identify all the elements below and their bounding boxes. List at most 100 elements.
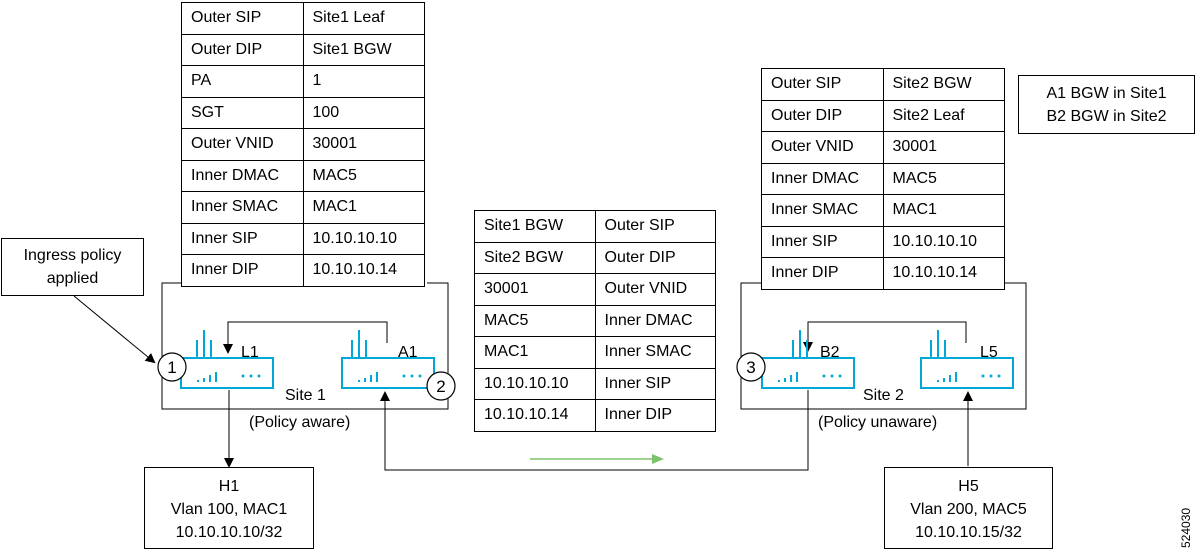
host-h1-box: H1 Vlan 100, MAC1 10.10.10.10/32	[144, 467, 314, 549]
site2-mode-label: (Policy unaware)	[818, 414, 938, 431]
header-cell-right: Inner DMAC	[594, 304, 716, 337]
switch-b2-label: B2	[820, 344, 840, 361]
callout-line-1: Ingress policy	[23, 247, 122, 264]
site2-boundary	[740, 282, 1027, 410]
step-2-label: 2	[436, 377, 445, 396]
header-cell-right: 30001	[882, 131, 1005, 164]
figure-id: 524030	[1179, 507, 1193, 548]
host-h5-detail: Vlan 200, MAC5	[910, 501, 1027, 518]
header-cell-right: 1	[302, 65, 425, 98]
header-cell-left: SGT	[181, 96, 304, 129]
header-cell-left: 30001	[474, 273, 596, 306]
header-cell-right: Outer DIP	[594, 241, 716, 274]
header-cell-right: 10.10.10.10	[302, 222, 425, 255]
site1-mode-label: (Policy aware)	[249, 414, 351, 431]
ingress-policy-callout: Ingress policy applied	[1, 238, 144, 296]
header-cell-left: 10.10.10.14	[474, 399, 596, 432]
host-h1-name: H1	[218, 478, 240, 495]
step-2-marker: 2	[426, 371, 456, 401]
step-1-marker: 1	[157, 352, 187, 382]
header-cell-right: MAC1	[882, 194, 1005, 227]
header-cell-left: Inner DMAC	[181, 159, 304, 192]
header-cell-left: Outer SIP	[761, 68, 884, 101]
header-cell-left: Site2 BGW	[474, 241, 596, 274]
header-cell-left: MAC1	[474, 336, 596, 369]
header-cell-left: Inner SMAC	[761, 194, 884, 227]
header-cell-left: 10.10.10.10	[474, 367, 596, 400]
header-cell-left: Inner SMAC	[181, 191, 304, 224]
header-cell-right: 10.10.10.14	[302, 254, 425, 287]
site1-label: Site 1	[285, 387, 326, 404]
header-cell-left: MAC5	[474, 304, 596, 337]
step-3-marker: 3	[736, 352, 766, 382]
header-cell-right: Outer SIP	[594, 210, 716, 243]
switch-l5-icon	[920, 330, 1014, 389]
header-cell-right: Inner DIP	[594, 399, 716, 432]
header-cell-left: Inner DMAC	[761, 162, 884, 195]
header-cell-left: Inner SIP	[181, 222, 304, 255]
header-cell-right: Inner SIP	[594, 367, 716, 400]
a1-to-l1-path	[223, 321, 388, 354]
header-cell-right: 30001	[302, 128, 425, 161]
header-cell-left: PA	[181, 65, 304, 98]
legend-line-1: A1 BGW in Site1	[1046, 85, 1167, 102]
header-cell-left: Outer VNID	[761, 131, 884, 164]
header-cell-left: Inner SIP	[761, 225, 884, 258]
callout-line-2: applied	[46, 270, 99, 287]
header-cell-right: 10.10.10.10	[882, 225, 1005, 258]
host-h1-ip: 10.10.10.10/32	[175, 524, 283, 541]
header-cell-right: MAC1	[302, 191, 425, 224]
header-cell-left: Outer DIP	[181, 33, 304, 66]
step-3-label: 3	[746, 358, 755, 377]
b2-to-a1-link	[380, 390, 809, 471]
header-cell-right: Site2 Leaf	[882, 99, 1005, 132]
header-cell-right: Site2 BGW	[882, 68, 1005, 101]
switch-a1-icon	[341, 330, 435, 389]
site1-boundary	[161, 282, 449, 410]
header-cell-left: Site1 BGW	[474, 210, 596, 243]
host-h5-name: H5	[958, 478, 979, 495]
host-h5-ip: 10.10.10.15/32	[915, 524, 1022, 541]
header-cell-left: Inner DIP	[761, 257, 884, 290]
host-h1-detail: Vlan 100, MAC1	[170, 501, 288, 518]
header-cell-right: Site1 BGW	[302, 33, 425, 66]
header-cell-right: 10.10.10.14	[882, 257, 1005, 290]
header-cell-left: Inner DIP	[181, 254, 304, 287]
header-cell-right: Inner SMAC	[594, 336, 716, 369]
legend-line-2: B2 BGW in Site2	[1046, 108, 1167, 125]
header-cell-right: MAC5	[882, 162, 1005, 195]
switch-l1-icon	[180, 330, 274, 389]
step-1-label: 1	[167, 358, 176, 377]
bgw-legend-box: A1 BGW in Site1 B2 BGW in Site2	[1018, 75, 1195, 134]
header-cell-left: Outer VNID	[181, 128, 304, 161]
switch-a1-label: A1	[398, 344, 418, 361]
switch-l1-label: L1	[241, 344, 259, 361]
header-cell-right: Site1 Leaf	[302, 2, 425, 35]
site2-label: Site 2	[863, 387, 904, 404]
host-h5-box: H5 Vlan 200, MAC5 10.10.10.15/32	[884, 467, 1053, 549]
header-cell-left: Outer SIP	[181, 2, 304, 35]
callout-arrow	[73, 295, 156, 364]
header-cell-right: 100	[302, 96, 425, 129]
